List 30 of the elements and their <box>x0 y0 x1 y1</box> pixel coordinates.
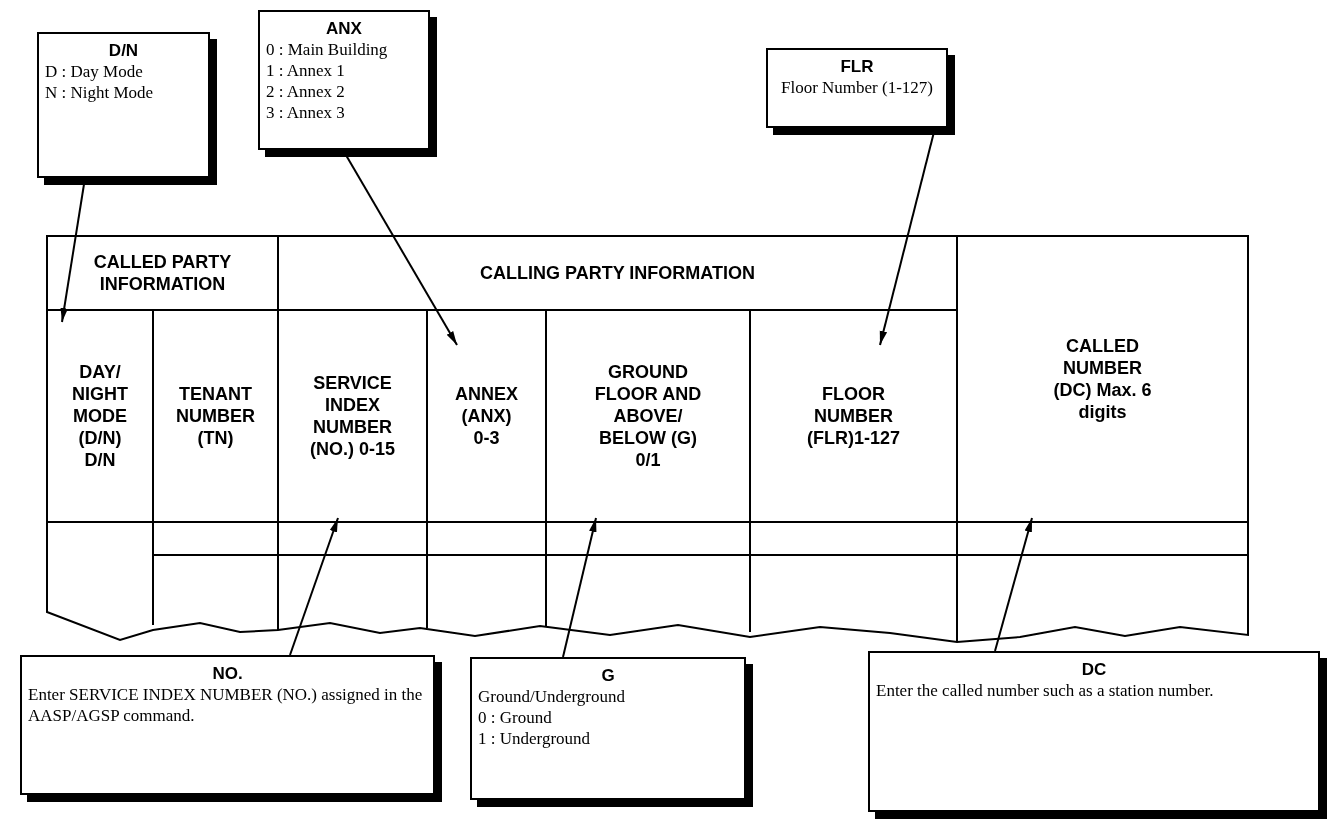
column-header: FLOOR NUMBER (FLR)1-127 <box>750 310 957 522</box>
callout-heading: D/N <box>107 40 140 61</box>
callout-text: Enter SERVICE INDEX NUMBER (NO.) assigned in the AASP/AGSP command. <box>28 684 424 726</box>
callout-text: D : Day Mode <box>45 61 144 82</box>
callout-text: Floor Number (1-127) <box>780 77 934 98</box>
callout-text: N : Night Mode <box>45 82 155 103</box>
callout-text: 1 : Underground <box>478 728 592 749</box>
leader-arrow <box>994 517 1033 652</box>
callout-text: 2 : Annex 2 <box>266 81 346 102</box>
table-header: CALLING PARTY INFORMATION <box>278 236 957 310</box>
column-header: CALLED NUMBER (DC) Max. 6 digits <box>957 236 1248 522</box>
callout-heading: G <box>600 665 616 686</box>
callout-text: Ground/Underground <box>478 686 626 707</box>
callout-text: 1 : Annex 1 <box>266 60 346 81</box>
callout-text: Enter the called number such as a station number. <box>876 680 1215 701</box>
column-header: DAY/ NIGHT MODE (D/N) D/N <box>47 310 153 522</box>
callout-heading: DC <box>1080 659 1108 680</box>
callout-heading: ANX <box>325 18 363 39</box>
column-header: GROUND FLOOR AND ABOVE/ BELOW (G) 0/1 <box>546 310 750 522</box>
leader-arrow <box>562 517 597 658</box>
column-header: TENANT NUMBER (TN) <box>153 310 278 522</box>
leader-arrow <box>289 517 339 656</box>
callout-text: 0 : Main Building <box>266 39 389 60</box>
callout-heading: FLR <box>839 56 875 77</box>
column-header: ANNEX (ANX) 0-3 <box>427 310 546 522</box>
callout-text: 3 : Annex 3 <box>266 102 346 123</box>
callout-heading: NO. <box>211 663 244 684</box>
callout-text: 0 : Ground <box>478 707 553 728</box>
column-header: SERVICE INDEX NUMBER (NO.) 0-15 <box>278 310 427 522</box>
table-header: CALLED PARTY INFORMATION <box>47 236 278 310</box>
